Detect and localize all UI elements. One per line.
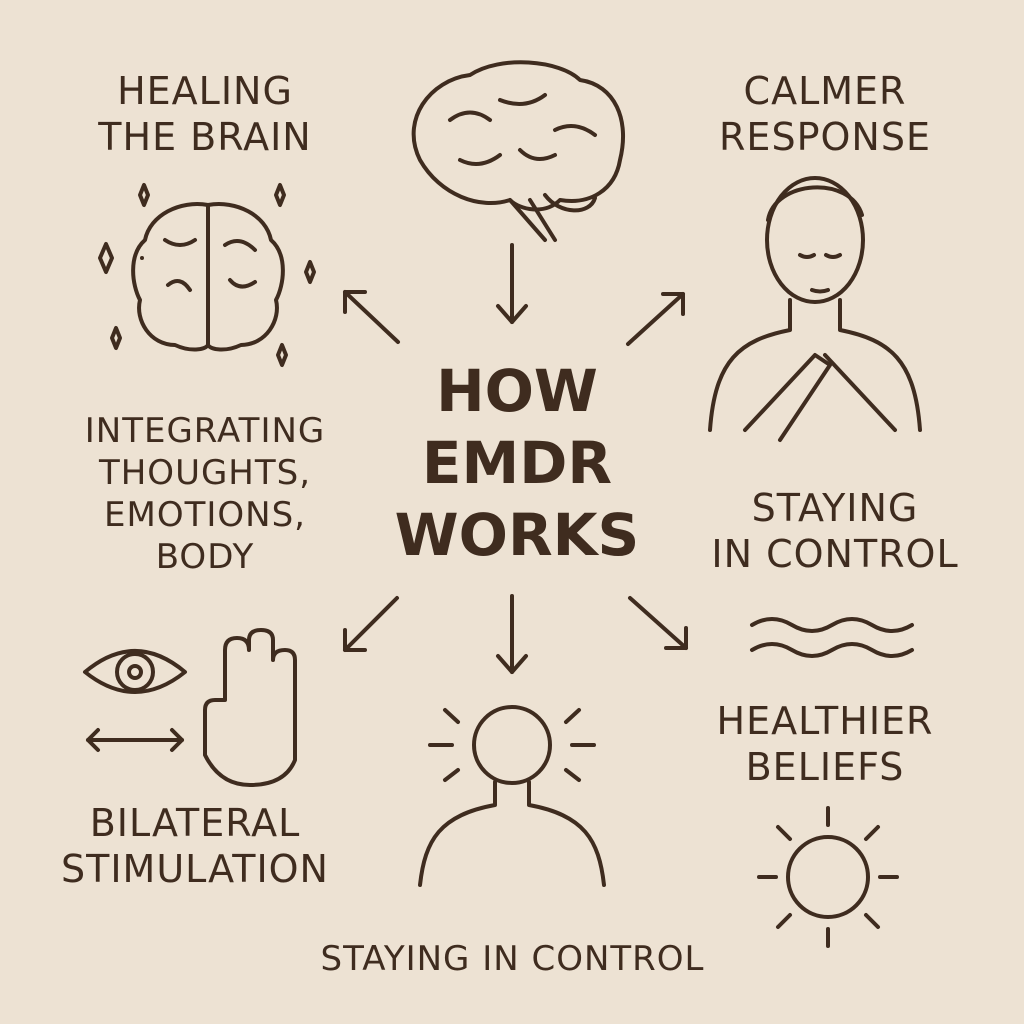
- label-line: CALMER: [743, 69, 907, 113]
- calm-person-icon: [708, 176, 922, 442]
- label-line: INTEGRATING: [84, 411, 326, 451]
- brain-side-view-icon: [411, 60, 626, 242]
- label-line: HEALING: [117, 69, 293, 113]
- sun-icon: [757, 806, 899, 948]
- label-line: STAYING: [751, 486, 919, 530]
- label-line: BODY: [155, 537, 255, 577]
- title-line: WORKS: [394, 501, 640, 569]
- eye-hand-icon: [83, 628, 297, 787]
- node-staying-in-control-bottom: STAYING IN CONTROL: [290, 938, 735, 980]
- label-line: BILATERAL: [89, 801, 301, 845]
- label-line: THOUGHTS,: [98, 453, 312, 493]
- label-line: STAYING IN CONTROL: [320, 939, 705, 979]
- node-calmer-response: CALMER RESPONSE: [690, 68, 960, 160]
- label-line: THE BRAIN: [98, 115, 312, 159]
- label-line: IN CONTROL: [711, 532, 959, 576]
- node-healing-the-brain: HEALING THE BRAIN: [70, 68, 340, 160]
- node-integrating: INTEGRATING THOUGHTS, EMOTIONS, BODY: [50, 410, 360, 578]
- brain-top-view-icon: [98, 183, 316, 367]
- waves-icon: [750, 617, 914, 658]
- person-radiating-icon: [418, 705, 606, 887]
- node-staying-in-control-right: STAYING IN CONTROL: [690, 485, 980, 577]
- center-title: HOW EMDR WORKS: [392, 355, 642, 571]
- label-line: RESPONSE: [719, 115, 931, 159]
- title-line: EMDR: [421, 429, 613, 497]
- label-line: STIMULATION: [61, 847, 329, 891]
- node-bilateral-stimulation: BILATERAL STIMULATION: [40, 800, 350, 892]
- label-line: BELIEFS: [745, 745, 905, 789]
- node-healthier-beliefs: HEALTHIER BELIEFS: [680, 698, 970, 790]
- title-line: HOW: [436, 357, 598, 425]
- arrow-icon: [343, 243, 688, 674]
- label-line: HEALTHIER: [716, 699, 934, 743]
- label-line: EMOTIONS,: [104, 495, 306, 535]
